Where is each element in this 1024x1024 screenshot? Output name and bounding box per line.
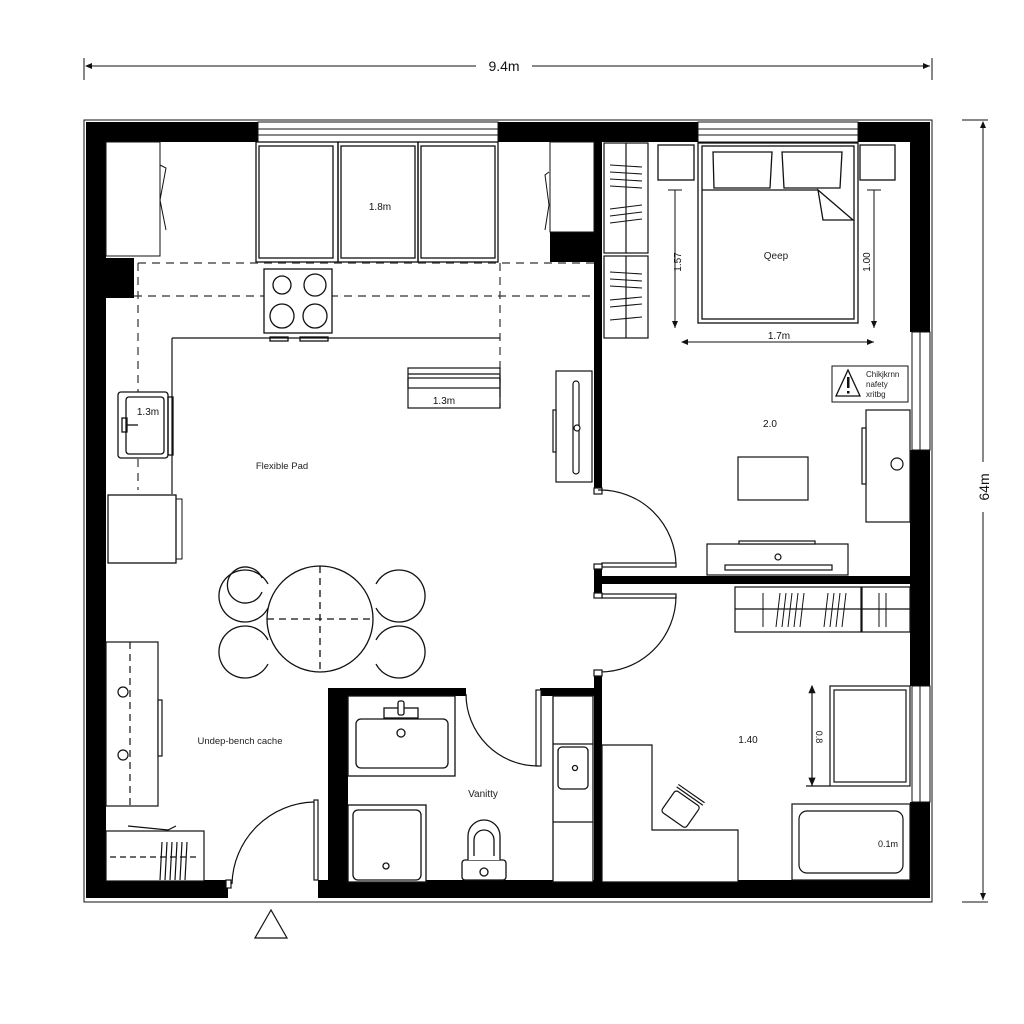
bed-height-right-label: 1.00 (862, 252, 873, 272)
overall-width-label: 9.4m (488, 58, 519, 74)
sink-label: 1.3m (137, 407, 159, 418)
tv-unit (552, 370, 593, 483)
kitchen-tall-units (255, 141, 499, 263)
study-door (593, 592, 677, 677)
right-window-1 (911, 331, 931, 451)
bathtub-label: 0.1m (878, 839, 898, 849)
cooktop (263, 268, 333, 342)
bathtub (791, 803, 911, 881)
bathroom-door (465, 689, 542, 767)
bedroom-furniture (706, 409, 911, 576)
bed-width-label: 1.7m (768, 331, 790, 342)
warning-line-1: Chikjkrnn (866, 370, 899, 379)
window-unit-label: 1.8m (369, 202, 391, 213)
counter-outline (134, 262, 596, 490)
bed-dimensions (668, 189, 881, 345)
shoe-rack (105, 825, 205, 882)
kitchen-counter (171, 337, 501, 494)
entry-door (225, 799, 319, 889)
bed-height-left-label: 1.57 (673, 252, 684, 272)
interior-walls (328, 142, 910, 882)
overall-width-dimension (83, 58, 933, 80)
dining-table (218, 565, 426, 679)
study-cabinet (806, 684, 911, 787)
bench-storage (105, 641, 163, 807)
corner-cabinet (549, 141, 595, 233)
washer (107, 494, 177, 564)
overall-height-dimension (962, 119, 988, 903)
pantry-cabinet (105, 141, 161, 257)
bedroom-window (697, 121, 859, 143)
bedroom-door (593, 487, 677, 570)
entrance-triangle-icon (253, 908, 289, 939)
warning-line-3: xritbg (866, 390, 886, 399)
bed-label: Qeep (764, 251, 789, 262)
exterior-walls (86, 122, 930, 898)
storage-label: Undep-bench cache (197, 736, 282, 747)
bathroom-fixtures (347, 695, 594, 883)
kitchen-window (257, 121, 499, 143)
kitchen-sink (117, 391, 174, 459)
bed (657, 142, 896, 324)
warning-sign (831, 365, 909, 403)
bedroom-wardrobe (603, 142, 649, 339)
study-desk (601, 744, 739, 883)
bedroom-dimension-label: 2.0 (763, 419, 777, 430)
bathroom-label: Vanitty (468, 789, 498, 800)
wardrobe-height-label: 0.8 (814, 731, 824, 744)
study-dimension-label: 1.40 (738, 735, 758, 746)
warning-line-2: nafety (866, 380, 888, 389)
study-wardrobe (734, 586, 911, 633)
overall-height-label: 64m (976, 473, 992, 500)
right-window-2 (911, 685, 931, 803)
living-label: Flexible Pad (256, 461, 308, 472)
counter-label: 1.3m (433, 396, 455, 407)
